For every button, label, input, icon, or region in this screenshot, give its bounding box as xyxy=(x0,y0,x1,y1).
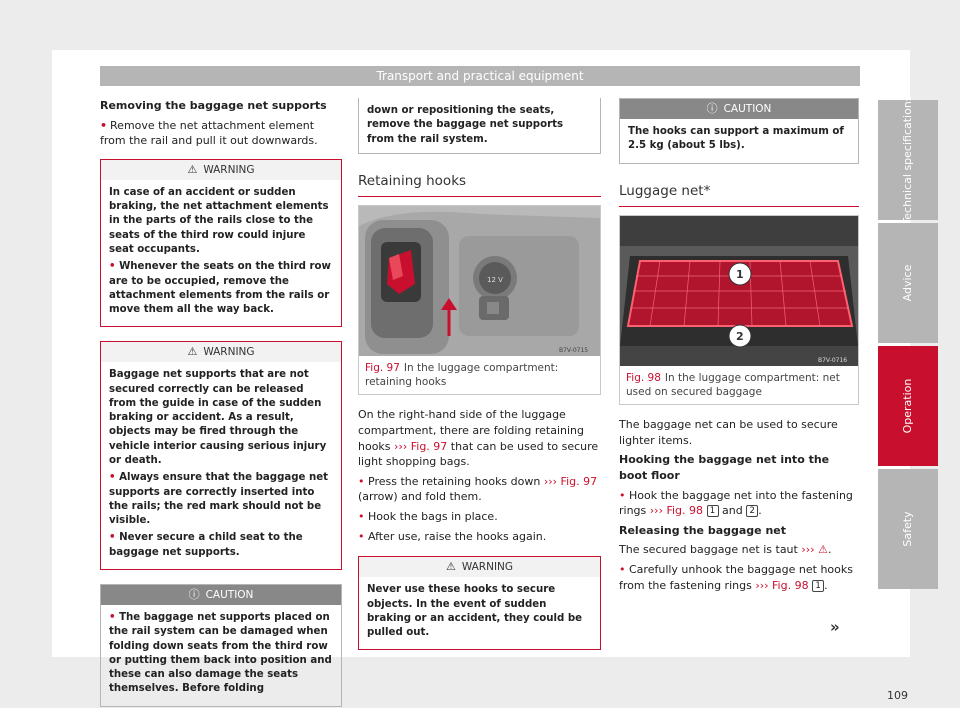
info-icon: ⓘ xyxy=(188,588,200,602)
bullet-unhook-net: • Carefully unhook the baggage net hooks… xyxy=(619,562,853,592)
warning-box-1: ⚠WARNING In case of an accident or sudde… xyxy=(100,158,342,328)
retaining-hooks-image: 12 V B7V-0715 xyxy=(359,206,600,356)
tab-operation[interactable]: Operation xyxy=(878,346,938,466)
figure-label: Fig. 98 xyxy=(626,371,661,384)
para-net-taut: The secured baggage net is taut ››› ⚠. xyxy=(619,543,832,557)
section-retaining-hooks: Retaining hooks xyxy=(358,172,601,197)
warning-ref-link[interactable]: ››› xyxy=(801,543,815,557)
bullet-hook-net: • Hook the baggage net into the fastenin… xyxy=(619,488,853,518)
heading-releasing-net: Releasing the baggage net xyxy=(619,523,786,537)
warning-icon: ⚠ xyxy=(187,162,198,176)
info-icon: ⓘ xyxy=(706,102,718,115)
para-luggage-net: The baggage net can be used to secure li… xyxy=(619,418,838,447)
warning-icon: ⚠ xyxy=(187,345,198,359)
socket-label: 12 V xyxy=(487,276,503,284)
figure-code: B7V-0715 xyxy=(559,347,588,354)
section-luggage-net: Luggage net* xyxy=(619,182,859,207)
caution-continued: down or repositioning the seats, remove … xyxy=(358,98,601,154)
figure-code: B7V-0716 xyxy=(818,357,847,364)
heading-hooking-net: Hooking the baggage net into the boot fl… xyxy=(619,453,830,482)
figure-number-1: 1 xyxy=(736,268,744,281)
para-retaining-hooks: On the right-hand side of the luggage co… xyxy=(358,408,599,469)
fig-97-link[interactable]: ››› Fig. 97 xyxy=(394,439,448,453)
figure-number-2: 2 xyxy=(736,330,744,343)
fig-98-link-2[interactable]: ››› Fig. 98 xyxy=(755,578,809,592)
fig-97-link-2[interactable]: ››› Fig. 97 xyxy=(543,474,598,488)
bullet-remove-element: •Remove the net attachment element from … xyxy=(100,118,318,148)
warning-box-3: ⚠WARNING Never use these hooks to secure… xyxy=(358,556,601,651)
continue-mark: » xyxy=(830,618,840,636)
page-header: Transport and practical equipment xyxy=(100,66,860,86)
tab-technical-specifications[interactable]: Technical specifications xyxy=(878,95,938,225)
bullet-press-hooks: • Press the retaining hooks down ››› Fig… xyxy=(358,474,598,504)
warning-icon: ⚠ xyxy=(818,543,828,557)
bullet-raise-hooks: • After use, raise the hooks again. xyxy=(358,529,547,543)
page-number: 109 xyxy=(887,689,908,702)
page: Transport and practical equipment Removi… xyxy=(52,50,910,707)
column-1: Removing the baggage net supports •Remov… xyxy=(100,98,342,707)
side-tabs: Technical specifications Advice Operatio… xyxy=(878,95,938,592)
tab-advice[interactable]: Advice xyxy=(878,223,938,343)
bullet-hook-bags: • Hook the bags in place. xyxy=(358,510,498,523)
fig-98-link[interactable]: ››› Fig. 98 xyxy=(649,504,704,518)
tab-safety[interactable]: Safety xyxy=(878,469,938,589)
luggage-net-image: 1 2 B7V-0716 xyxy=(620,215,858,366)
figure-label: Fig. 97 xyxy=(365,362,400,374)
warning-icon: ⚠ xyxy=(445,560,456,574)
heading-removing-supports: Removing the baggage net supports xyxy=(100,99,327,112)
column-2: down or repositioning the seats, remove … xyxy=(358,98,601,651)
warning-box-2: ⚠WARNING Baggage net supports that are n… xyxy=(100,341,342,571)
